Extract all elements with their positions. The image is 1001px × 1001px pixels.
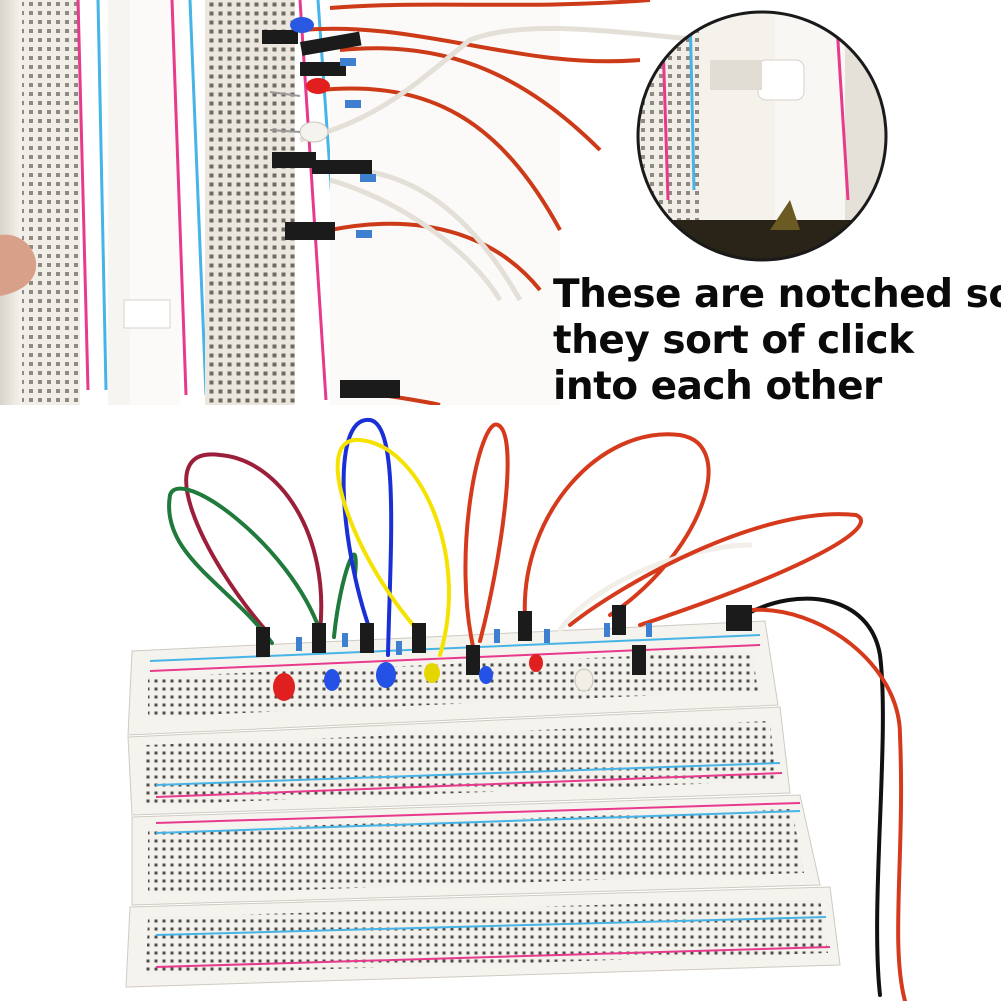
- leds: [273, 654, 594, 701]
- breadboard-stack: [125, 620, 841, 988]
- breadboard-closeup-photo: [0, 0, 1001, 405]
- caption-line-3: into each other: [553, 364, 882, 409]
- resistors: [296, 623, 652, 655]
- jumper-wires: [167, 417, 907, 1001]
- notch-caption: These are notched so they sort of click …: [553, 272, 1001, 410]
- wire-headers: [256, 605, 752, 675]
- caption-line-2: they sort of click: [553, 318, 914, 363]
- caption-line-1: These are notched so: [553, 272, 1001, 317]
- breadboard-assembly-photo: [0, 405, 1001, 1001]
